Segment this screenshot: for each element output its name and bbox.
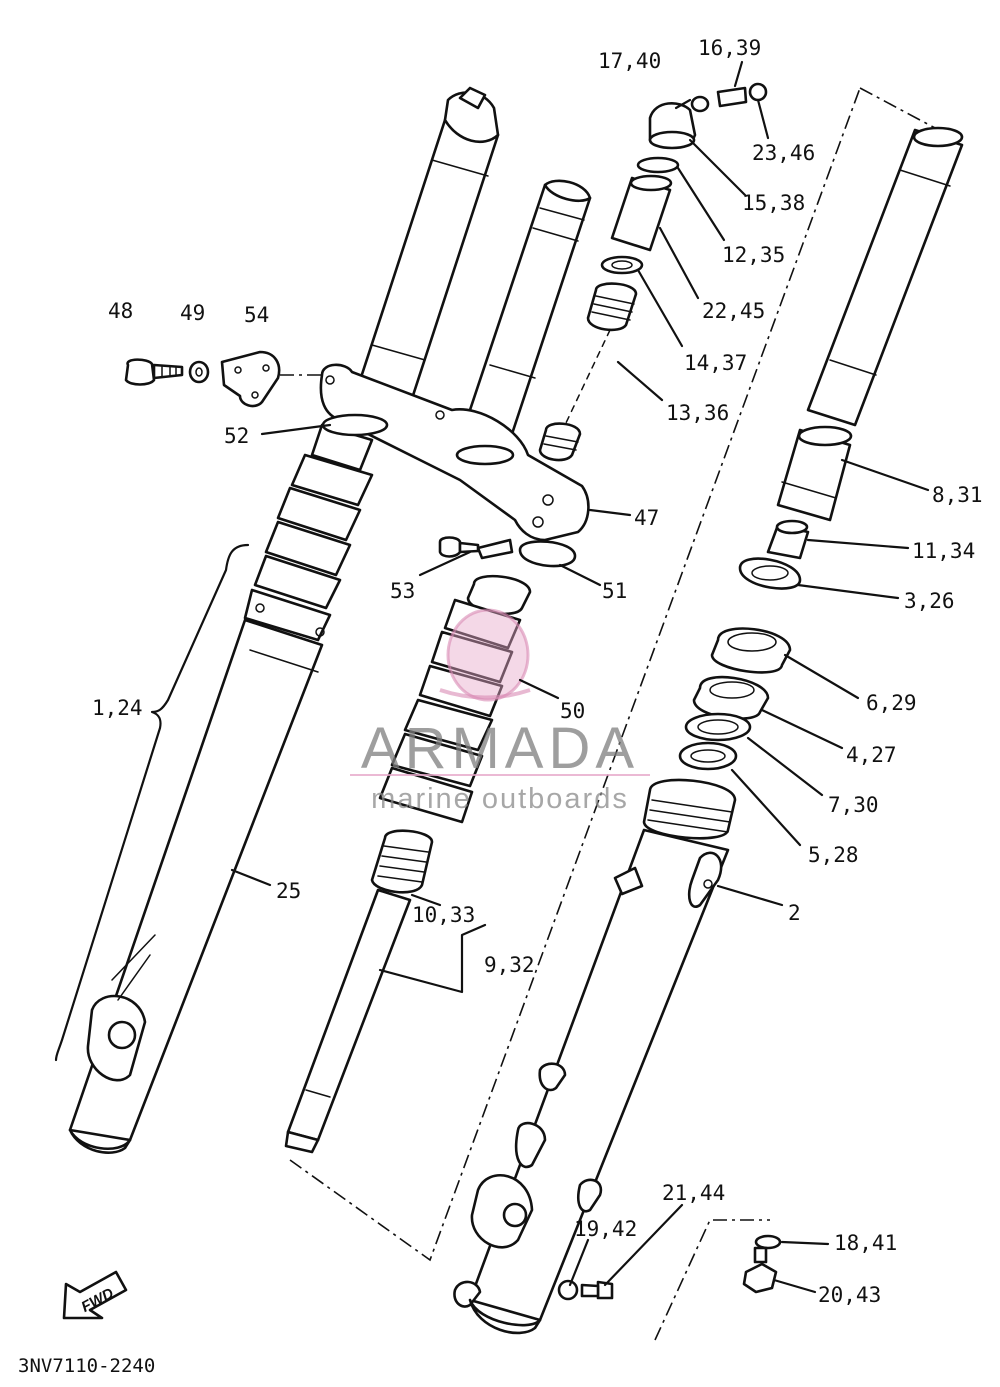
- callout-50: 50: [560, 699, 585, 723]
- washer-19-42: [557, 1279, 579, 1301]
- assembly-centerlines: [280, 87, 936, 1341]
- damper-rod-9-32: [284, 829, 434, 1154]
- callout-9-32: 9,32: [484, 953, 535, 977]
- watermark-brand: ARMADA: [361, 716, 639, 781]
- callout-5-28: 5,28: [808, 843, 859, 867]
- clip-3-26: [738, 557, 802, 590]
- bolt-48: [124, 358, 184, 386]
- left-fork-assembly: [68, 86, 500, 1154]
- callout-16-39: 16,39: [698, 36, 761, 60]
- callout-15-38: 15,38: [742, 191, 805, 215]
- callout-3-26: 3,26: [904, 589, 955, 613]
- callout-1-24: 1,24: [92, 696, 143, 720]
- armada-watermark: ARMADA marine outboards: [350, 608, 650, 815]
- callout-17-40: 17,40: [598, 49, 661, 73]
- clip-51: [476, 538, 577, 568]
- left-fork-boot: [243, 423, 374, 642]
- spacer-22-45: [610, 174, 673, 252]
- callout-13-36: 13,36: [666, 401, 729, 425]
- callout-8-31: 8,31: [932, 483, 983, 507]
- callout-19-42: 19,42: [574, 1217, 637, 1241]
- callout-6-29: 6,29: [866, 691, 917, 715]
- seals-stack: [678, 627, 792, 771]
- cap-bolt-assembly: [636, 82, 768, 174]
- bolt-21-44: [580, 1280, 614, 1300]
- callout-14-37: 14,37: [684, 351, 747, 375]
- callout-10-33: 10,33: [412, 903, 475, 927]
- callout-22-45: 22,45: [702, 299, 765, 323]
- under-bracket-stem: [319, 179, 592, 542]
- callout-53: 53: [390, 579, 415, 603]
- diagram-code: 3NV7110-2240: [18, 1355, 155, 1377]
- spring-13-36: [538, 282, 638, 462]
- callout-49: 49: [180, 301, 205, 325]
- callout-23-46: 23,46: [752, 141, 815, 165]
- callout-18-41: 18,41: [834, 1231, 897, 1255]
- watermark-tagline: marine outboards: [371, 783, 629, 815]
- callout-51: 51: [602, 579, 627, 603]
- spring-seat-14-37: [600, 255, 644, 275]
- callout-54: 54: [244, 303, 269, 327]
- leader-lines: [230, 60, 930, 1294]
- bolt-20-43: [742, 1246, 778, 1294]
- seat-11-34: [766, 519, 810, 560]
- callout-21-44: 21,44: [662, 1181, 725, 1205]
- washer-18-41: [754, 1234, 782, 1250]
- bracket-54: [220, 350, 281, 408]
- callout-48: 48: [108, 299, 133, 323]
- right-outer-tube: [453, 778, 737, 1335]
- fwd-arrow-icon: FWD: [62, 1270, 128, 1320]
- callout-47: 47: [634, 506, 659, 530]
- callout-11-34: 11,34: [912, 539, 975, 563]
- right-inner-tube: [806, 126, 964, 427]
- callout-7-30: 7,30: [828, 793, 879, 817]
- callout-labels: 48 49 54 52 1,24 25 17,40 16,39 23,46 15…: [92, 36, 983, 1307]
- watermark-logo-icon: [446, 608, 530, 702]
- callout-12-35: 12,35: [722, 243, 785, 267]
- bolt-53: [438, 536, 480, 558]
- callout-52: 52: [224, 424, 249, 448]
- callout-4-27: 4,27: [846, 743, 897, 767]
- callout-25: 25: [276, 879, 301, 903]
- bracket-1-24: [54, 543, 250, 1062]
- slide-metal-8-31: [776, 425, 853, 522]
- washer-49: [188, 360, 210, 384]
- callout-20-43: 20,43: [818, 1283, 881, 1307]
- callout-2: 2: [788, 901, 801, 925]
- boot-50: [378, 574, 532, 824]
